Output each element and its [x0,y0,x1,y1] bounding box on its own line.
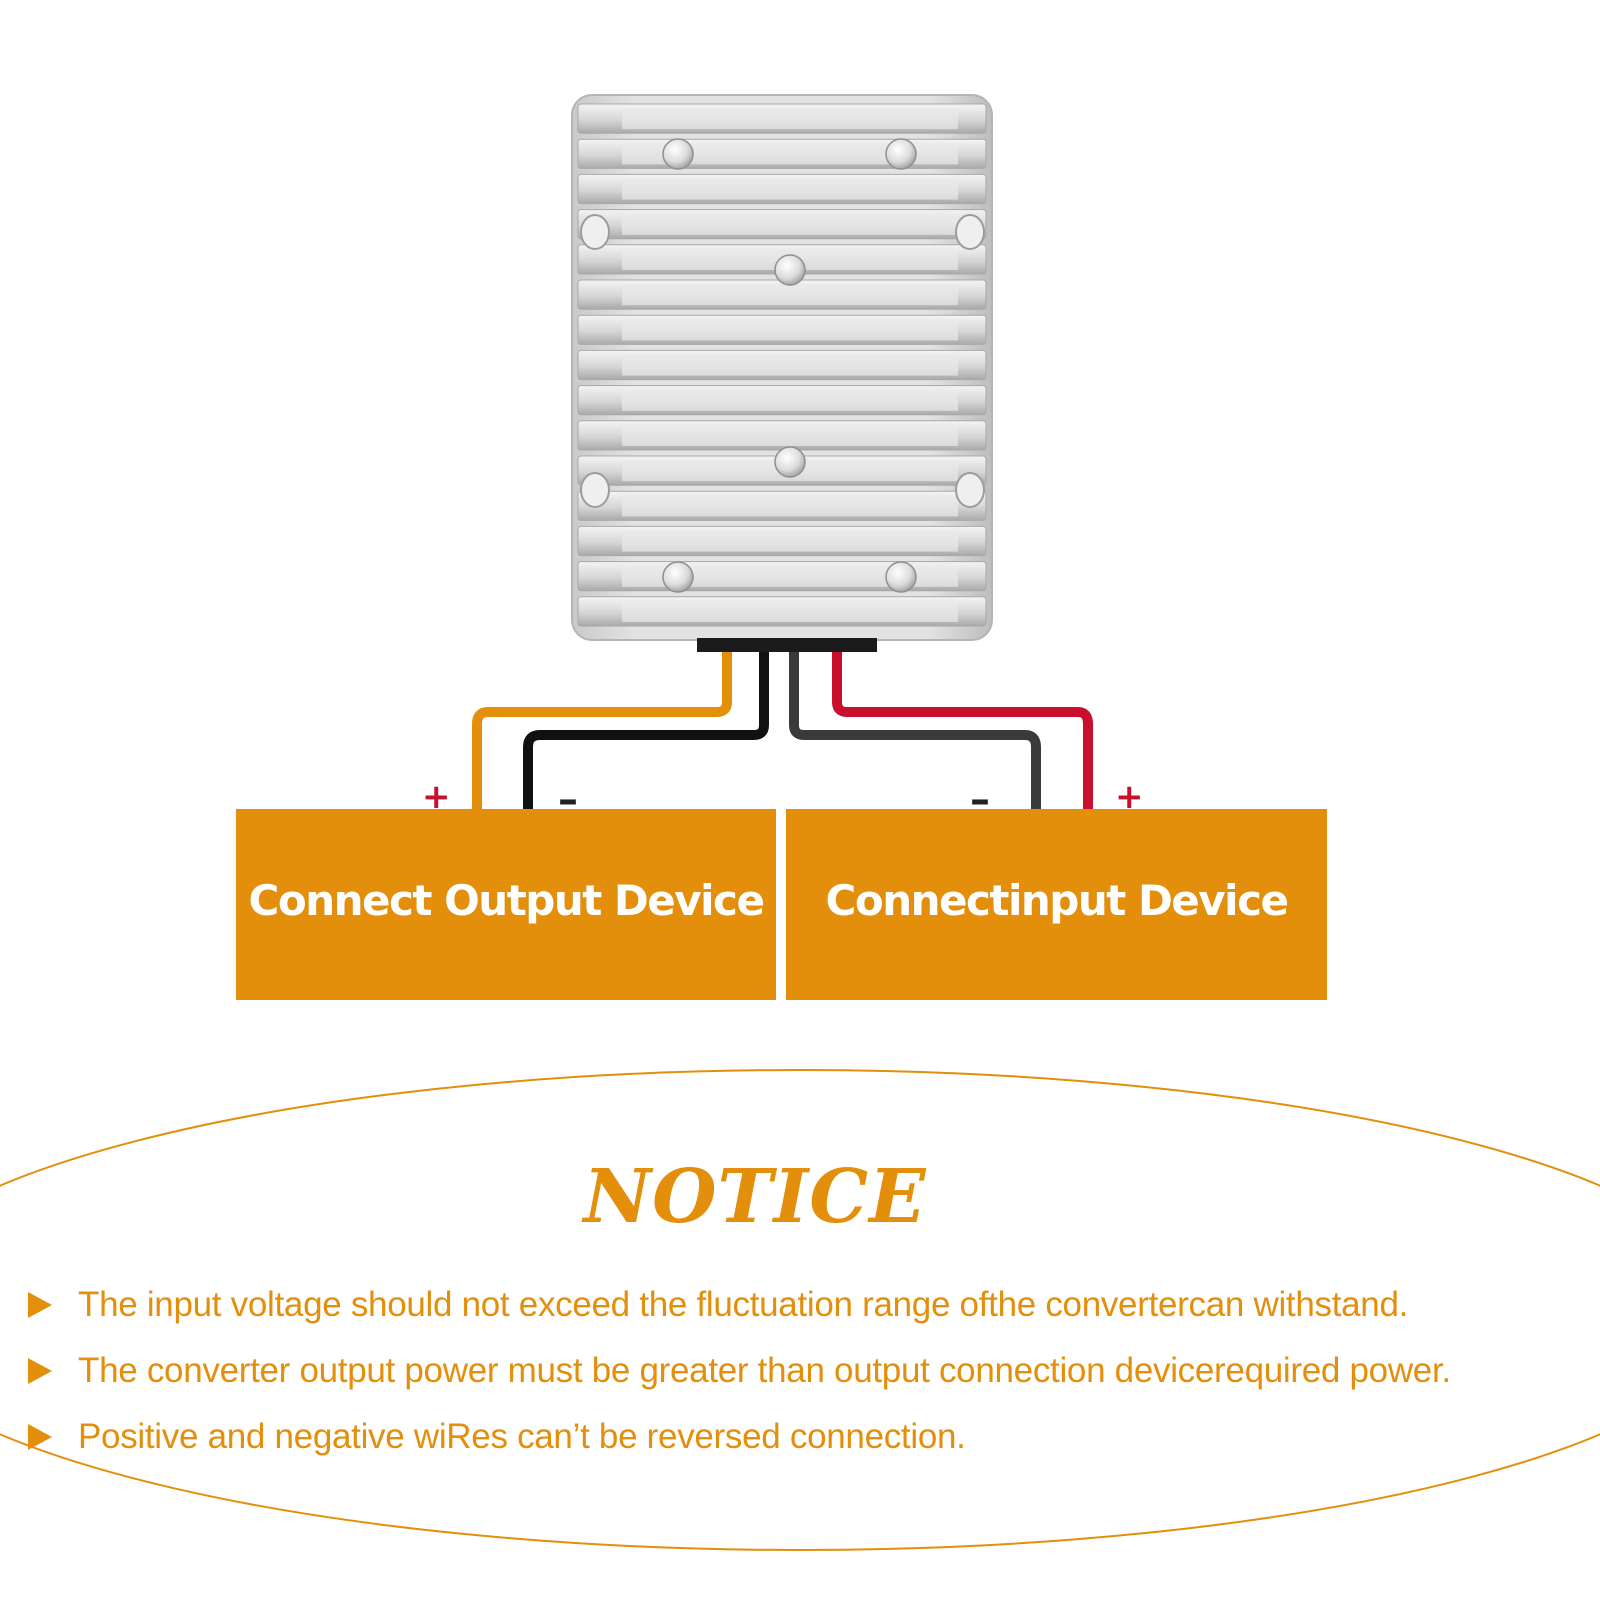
mount-hole [580,472,610,508]
heatsink-fin-face [622,143,958,165]
notice-item-text: The input voltage should not exceed the … [78,1285,1409,1324]
heatsink-fins [577,103,987,627]
input-device-box: Connectinput Device [786,809,1327,1000]
heatsink-fin-face [622,284,958,306]
input-plus-marker: + [1115,777,1144,817]
bolt [774,446,806,478]
list-item: Positive and negative wiRes can’t be rev… [28,1404,1451,1470]
wire-orange [472,652,732,809]
cable-gland [697,638,877,652]
triangle-bullet-icon [28,1292,52,1318]
output-plus-marker: + [422,777,451,817]
wire-gray [789,652,1041,809]
mount-hole [955,472,985,508]
mount-hole [580,214,610,250]
bolt [885,138,917,170]
notice-item-text: The converter output power must be great… [78,1351,1451,1390]
notice-title: NOTICE [583,1154,927,1240]
converter-module-icon [571,94,993,652]
bolt [885,561,917,593]
wire-red [832,652,1093,809]
input-device-label: Connectinput Device [825,876,1289,925]
triangle-bullet-icon [28,1424,52,1450]
notice-list: The input voltage should not exceed the … [28,1272,1451,1470]
heatsink-fin-face [622,213,958,235]
heatsink-fin-face [622,424,958,446]
notice-ellipse-frame [0,1069,1600,1551]
heatsink-fin-face [622,178,958,200]
output-device-box: Connect Output Device [236,809,776,1000]
heatsink-fin-face [622,495,958,517]
wire-black [523,652,769,809]
heatsink-fin-face [622,389,958,411]
bolt [662,138,694,170]
list-item: The input voltage should not exceed the … [28,1272,1451,1338]
bolt [662,561,694,593]
notice-item-text: Positive and negative wiRes can’t be rev… [78,1417,966,1456]
wires [472,652,1093,809]
output-device-label: Connect Output Device [248,876,765,925]
list-item: The converter output power must be great… [28,1338,1451,1404]
mount-hole [955,214,985,250]
bolt [774,254,806,286]
heatsink-fin-face [622,108,958,130]
heatsink-fin-face [622,354,958,376]
heatsink-fin-face [622,565,958,587]
heatsink-fin-face [622,600,958,622]
heatsink-fin-face [622,530,958,552]
heatsink-fin-face [622,319,958,341]
triangle-bullet-icon [28,1358,52,1384]
